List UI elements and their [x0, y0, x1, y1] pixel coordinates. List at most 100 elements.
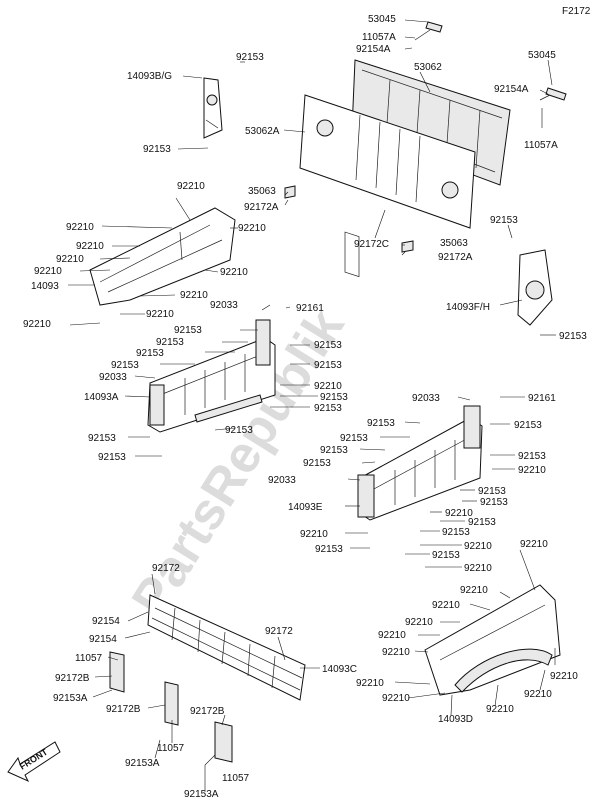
part-label: 11057A — [524, 140, 558, 151]
part-label: 11057 — [222, 773, 250, 784]
part-label: 92153 — [236, 52, 264, 63]
part-label: 11057A — [362, 32, 396, 43]
part-label: 14093E — [288, 502, 323, 513]
part-label: 14093F/H — [446, 302, 490, 313]
part-label: 92210 — [464, 563, 492, 574]
part-label: 92210 — [146, 309, 174, 320]
part-label: 92210 — [518, 465, 546, 476]
part-label: 14093C — [322, 664, 357, 675]
part-label: 14093D — [438, 714, 473, 725]
part-label: 92033 — [210, 300, 238, 311]
part-label: 92153 — [314, 340, 342, 351]
part-label: 14093 — [31, 281, 59, 292]
bulkhead-14093E — [357, 405, 483, 521]
part-label: 92172 — [152, 563, 180, 574]
tailgate-outer-panel-53062A — [299, 94, 476, 278]
part-label: 92210 — [76, 241, 104, 252]
part-label: 92172C — [354, 239, 389, 250]
part-label: 92210 — [180, 290, 208, 301]
part-label: 92153 — [480, 497, 508, 508]
part-label: 92210 — [238, 223, 266, 234]
part-label: 92161 — [296, 303, 324, 314]
part-label: 11057 — [157, 743, 185, 754]
clip-35063-lower — [401, 240, 414, 253]
part-label: 92210 — [432, 600, 460, 611]
hinge-53045-left — [414, 21, 443, 41]
fender-14093D — [424, 584, 561, 696]
part-label: 92153 — [320, 445, 348, 456]
part-label: 92172B — [190, 706, 225, 717]
part-label: 92153 — [367, 418, 395, 429]
part-label: 92153 — [174, 325, 202, 336]
part-label: 92153 — [478, 486, 506, 497]
part-label: 92172A — [244, 202, 279, 213]
part-label: 92154 — [92, 616, 120, 627]
part-label: 92153 — [442, 527, 470, 538]
bracket-14093BG — [203, 77, 223, 139]
part-label: 92153 — [468, 517, 496, 528]
part-label: 92153 — [340, 433, 368, 444]
part-label: 92210 — [382, 693, 410, 704]
part-label: 92210 — [486, 704, 514, 715]
part-label: 35063 — [248, 186, 276, 197]
part-label: 92153A — [125, 758, 160, 769]
part-label: 92210 — [378, 630, 406, 641]
part-label: 92172B — [55, 673, 90, 684]
part-label: 92210 — [445, 508, 473, 519]
part-label: 92210 — [23, 319, 51, 330]
part-label: 92153 — [111, 360, 139, 371]
part-label: 92210 — [464, 541, 492, 552]
part-label: 92153 — [303, 458, 331, 469]
part-label: 92210 — [405, 617, 433, 628]
front-arrow-icon: FRONT — [7, 741, 61, 783]
part-label: 92210 — [177, 181, 205, 192]
part-label: 92153 — [225, 425, 253, 436]
side-rail-14093 — [89, 207, 236, 306]
part-label: 92210 — [550, 671, 578, 682]
leader-lines — [68, 19, 556, 792]
part-label: 92210 — [314, 381, 342, 392]
hinge-53045-right — [539, 87, 567, 101]
part-label: 53045 — [368, 14, 396, 25]
plate-11057-b — [164, 681, 179, 726]
part-label: 92153 — [320, 392, 348, 403]
part-labels: 53045 11057A 92154A 53045 53062 92154A 1… — [23, 14, 587, 540]
rear-grille-14093C — [147, 594, 306, 701]
part-label: 35063 — [440, 238, 468, 249]
part-label: 53062 — [414, 62, 442, 73]
part-label: 92210 — [220, 267, 248, 278]
part-label: 92153 — [559, 331, 587, 342]
clip-35063-upper — [284, 185, 296, 199]
part-label: 92172B — [106, 704, 141, 715]
part-label: 92153A — [184, 789, 219, 800]
part-labels-lower: 92153 92210 92153 92153 92210 92210 9217… — [53, 527, 578, 800]
part-label: 92210 — [34, 266, 62, 277]
part-label: 11057 — [75, 653, 103, 664]
part-label: 92153 — [314, 403, 342, 414]
part-label: 53045 — [528, 50, 556, 61]
part-label: 14093A — [84, 392, 119, 403]
part-label: 92153 — [314, 360, 342, 371]
part-label: 92033 — [99, 372, 127, 383]
part-label: 92153 — [88, 433, 116, 444]
bulkhead-14093A — [147, 319, 276, 433]
part-label: 92153 — [518, 451, 546, 462]
part-label: 92153 — [98, 452, 126, 463]
part-label: 92161 — [528, 393, 556, 404]
part-label: 92210 — [66, 222, 94, 233]
part-label: 92153 — [315, 544, 343, 555]
part-label: 92210 — [524, 689, 552, 700]
part-label: 92153 — [514, 420, 542, 431]
part-label: 92153 — [143, 144, 171, 155]
part-label: 92153 — [156, 337, 184, 348]
part-label: 92172A — [438, 252, 473, 263]
bracket-14093FH — [517, 249, 553, 326]
part-label: 92210 — [56, 254, 84, 265]
part-label: 53062A — [245, 126, 280, 137]
part-label: 92154 — [89, 634, 117, 645]
part-label: 92033 — [268, 475, 296, 486]
part-label: 92153 — [136, 348, 164, 359]
part-label: 92153A — [53, 693, 88, 704]
